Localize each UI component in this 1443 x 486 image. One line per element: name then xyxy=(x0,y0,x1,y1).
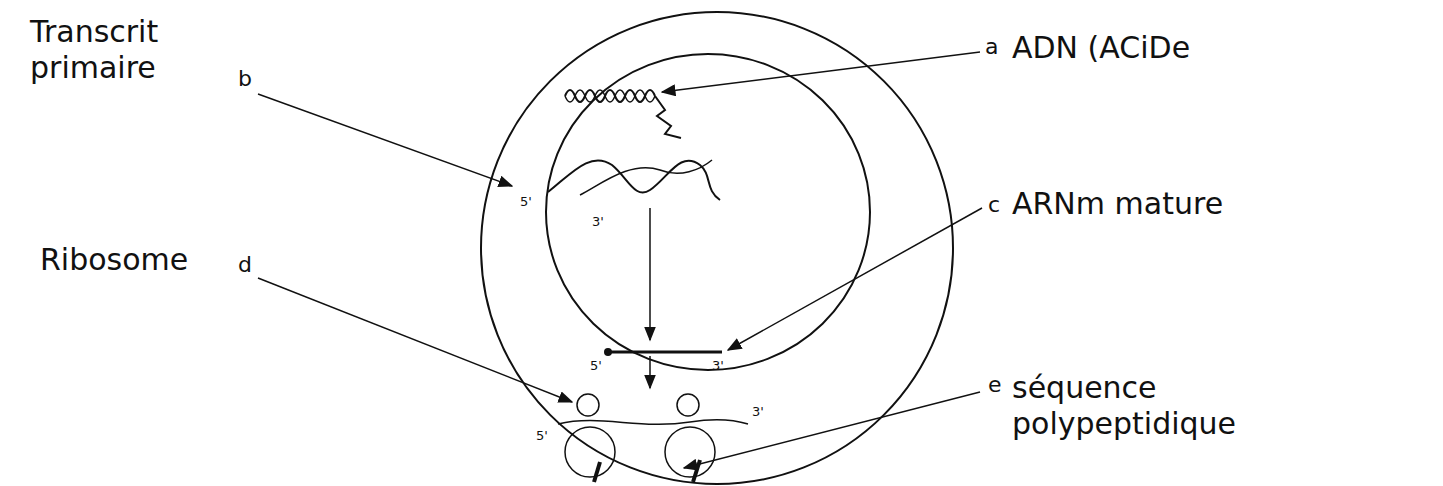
process-arrow xyxy=(649,208,651,340)
primary-transcript xyxy=(580,160,712,195)
ribosome-large xyxy=(665,427,715,477)
leader-line xyxy=(684,392,980,468)
strand-end: 3' xyxy=(592,214,604,230)
callout-letter: e xyxy=(988,372,1002,398)
cell-membrane xyxy=(481,12,953,484)
callout-letter: b xyxy=(238,66,252,92)
strand-end: 5' xyxy=(590,358,602,374)
mature-mrna xyxy=(608,351,722,354)
part-label: ADN (ACiDe xyxy=(1012,30,1190,66)
callout-letter: d xyxy=(238,252,252,278)
part-label: Transcrit primaire xyxy=(30,14,205,86)
dna-helix xyxy=(565,90,655,102)
callout-letter: a xyxy=(985,34,998,60)
mrna-strand xyxy=(558,420,748,425)
ribosome-large xyxy=(565,427,615,477)
polypeptide xyxy=(693,460,700,482)
process-arrow xyxy=(649,356,651,388)
mrna-cap xyxy=(604,348,612,356)
leader-line xyxy=(258,278,572,402)
dna-helix xyxy=(565,90,655,102)
strand-end: 5' xyxy=(536,428,548,444)
ribosome-small xyxy=(577,394,599,416)
callout-letter: c xyxy=(988,192,1000,218)
dna-strand xyxy=(655,96,681,138)
strand-end: 3' xyxy=(712,358,724,374)
strand-end: 3' xyxy=(752,404,764,420)
part-label: Ribosome xyxy=(40,242,188,278)
nucleus xyxy=(546,54,870,370)
part-label: séquence polypeptidique xyxy=(1012,370,1292,442)
polypeptide xyxy=(594,462,600,482)
strand-end: 5' xyxy=(520,194,532,210)
ribosome-small xyxy=(677,394,699,416)
primary-transcript xyxy=(548,160,720,200)
part-label: ARNm mature xyxy=(1012,186,1223,222)
leader-line xyxy=(662,52,980,92)
leader-line xyxy=(728,208,982,350)
leader-line xyxy=(258,94,512,186)
